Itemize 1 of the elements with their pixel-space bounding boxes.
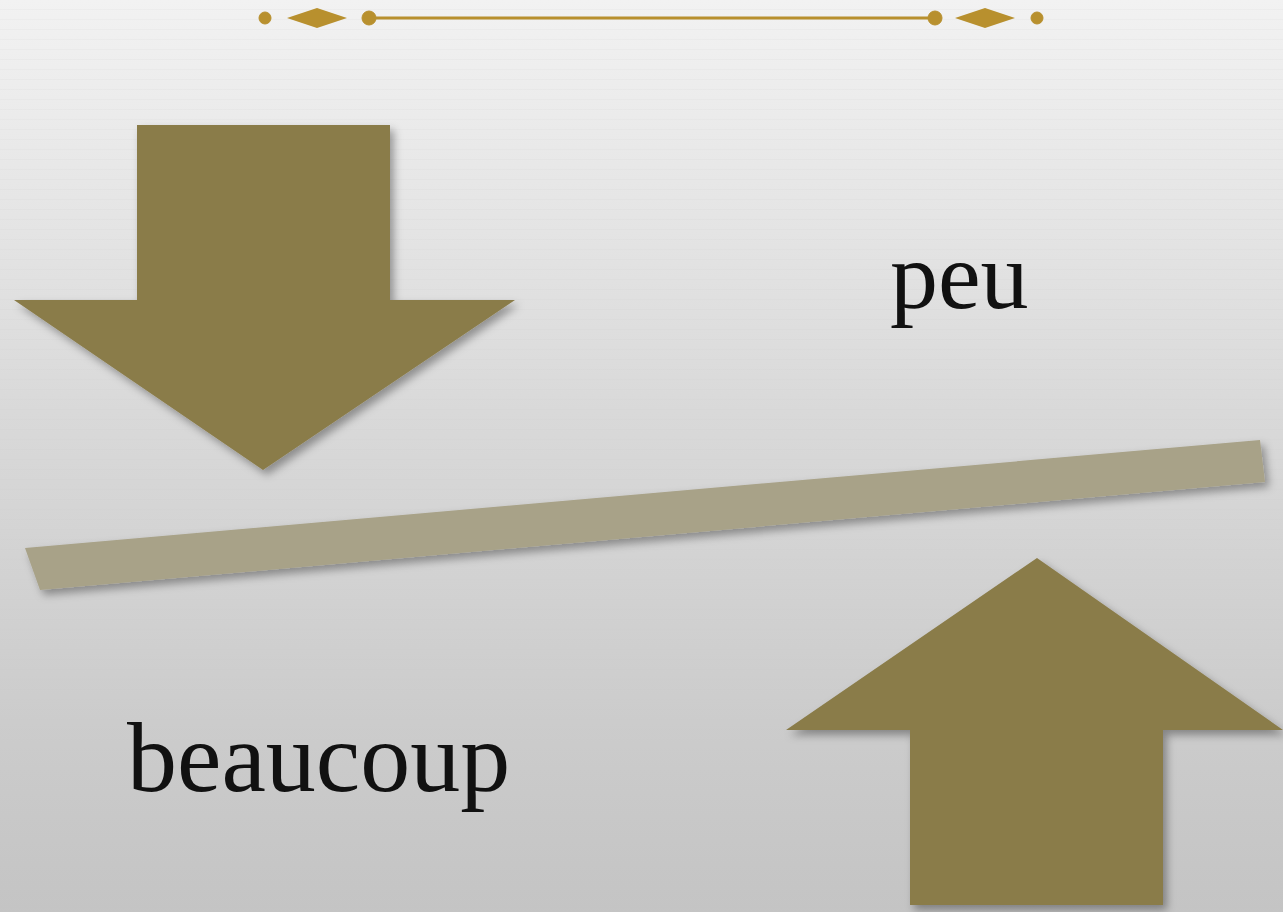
lever-beam bbox=[25, 440, 1265, 590]
